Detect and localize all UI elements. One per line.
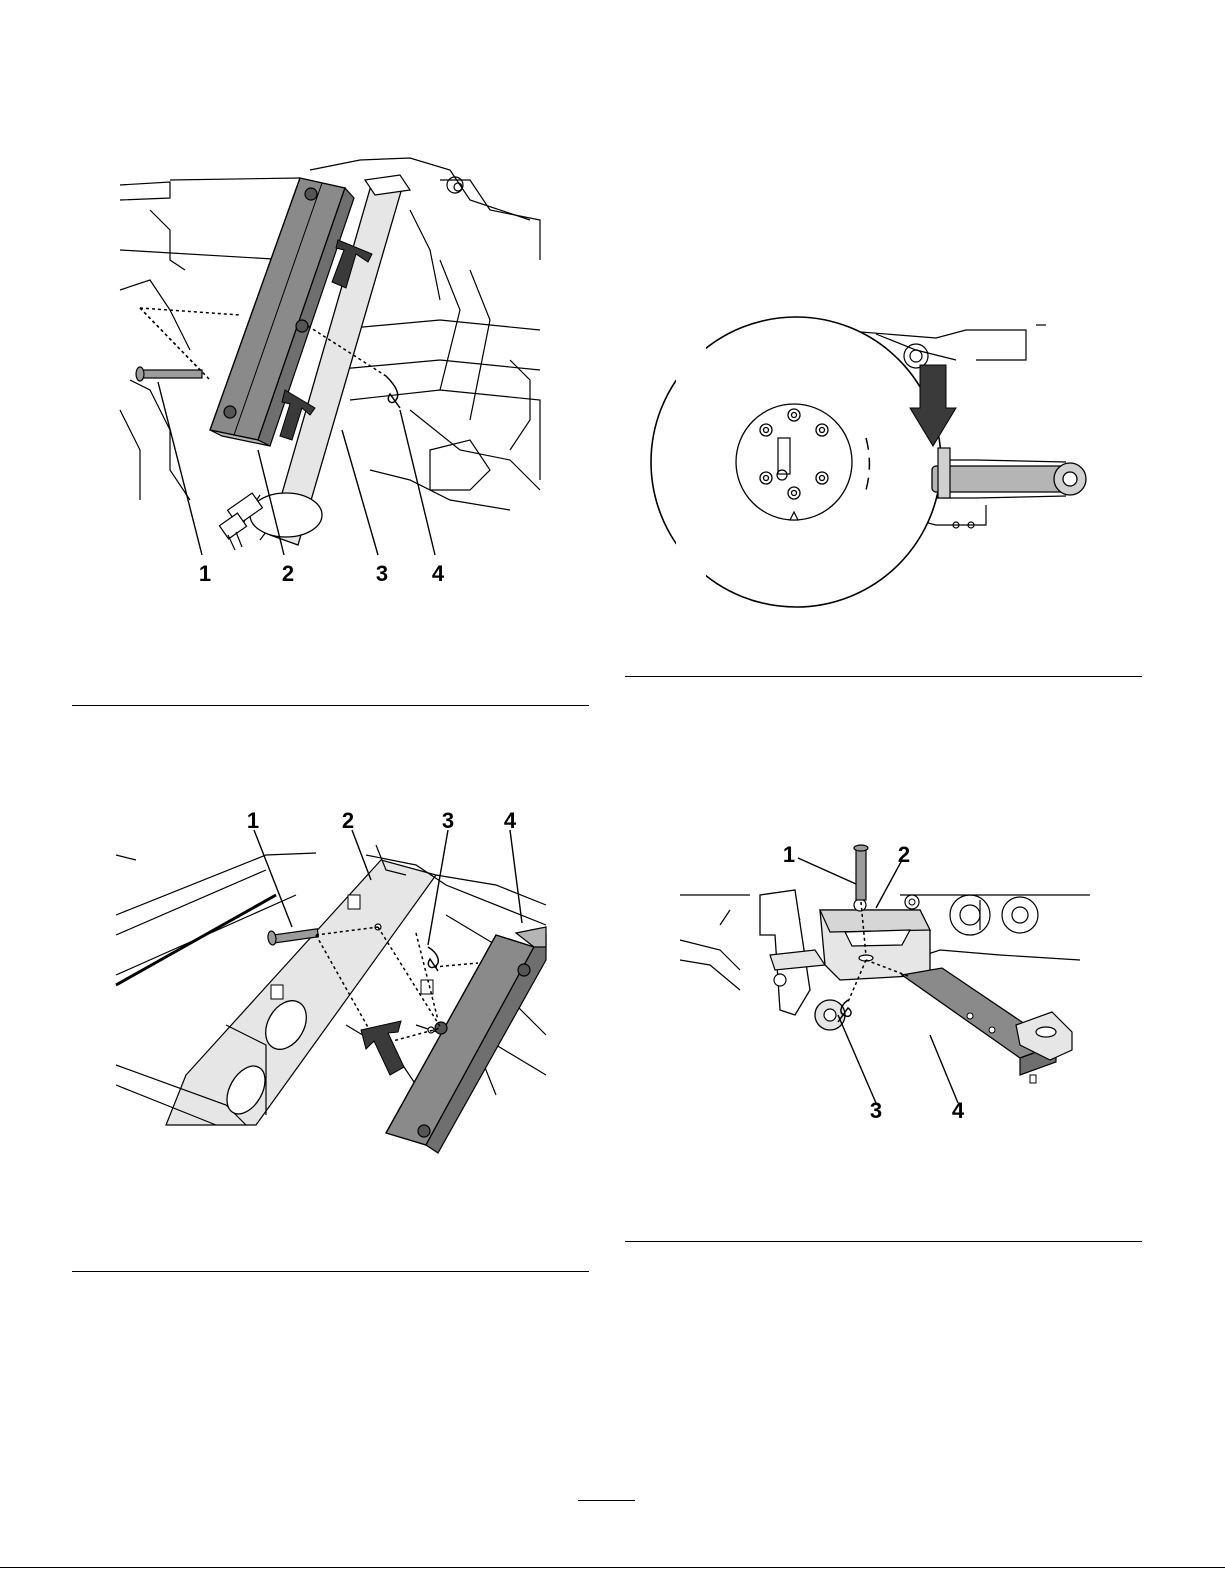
- figure-1-callout-3: 3: [370, 563, 394, 585]
- figure-1-callout-2: 2: [276, 563, 300, 585]
- footer-rule: [0, 1567, 1225, 1568]
- figure-4-callout-3: 3: [864, 1100, 888, 1122]
- figure-2-illustration: [676, 320, 1096, 610]
- figure-4-drawing: [680, 840, 1090, 1100]
- figure-4-callout-4: 4: [946, 1100, 970, 1122]
- figure-3-illustration: [116, 835, 546, 1145]
- figure-1-drawing: [110, 150, 550, 560]
- page-number-rule: [578, 1500, 635, 1501]
- figure-2-divider: [625, 676, 1142, 677]
- figure-1-callout-4: 4: [426, 563, 450, 585]
- figure-1-divider: [72, 705, 589, 706]
- figure-4-callout-1: 1: [777, 844, 801, 866]
- figure-4-divider: [625, 1241, 1142, 1242]
- figure-1-callout-1: 1: [193, 563, 217, 585]
- figure-4-callout-2: 2: [892, 844, 916, 866]
- figure-2-drawing: [676, 320, 1096, 610]
- figure-3-callout-3: 3: [436, 810, 460, 832]
- figure-3-drawing: [116, 835, 546, 1145]
- figure-3-callout-1: 1: [241, 810, 265, 832]
- figure-1-illustration: [110, 150, 550, 560]
- figure-3-divider: [72, 1271, 589, 1272]
- figure-3-callout-2: 2: [336, 810, 360, 832]
- figure-4-illustration: [680, 840, 1090, 1100]
- figure-3-callout-4: 4: [498, 810, 522, 832]
